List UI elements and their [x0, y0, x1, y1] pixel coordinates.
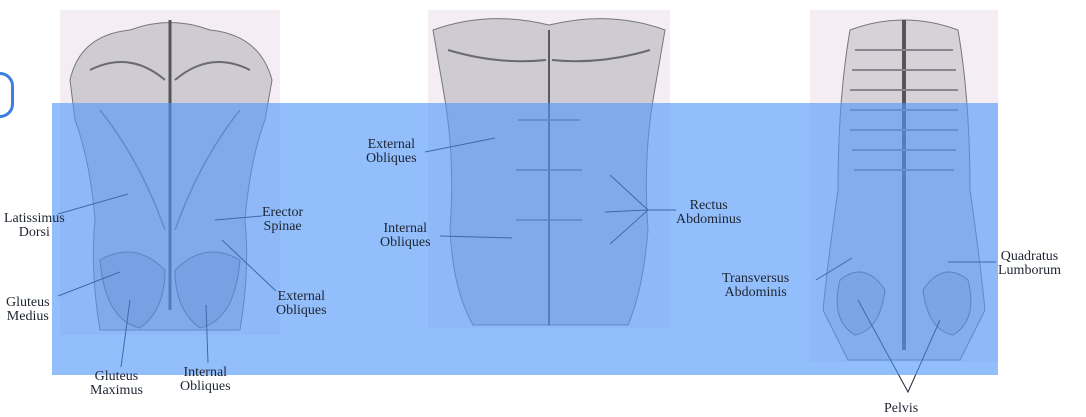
label-gluteus-medius: Gluteus Medius: [6, 296, 50, 324]
label-line: Internal: [380, 222, 431, 236]
label-back-internal-obliques: Internal Obliques: [180, 366, 231, 394]
label-back-external-obliques: External Obliques: [276, 290, 327, 318]
highlight-overlay: [52, 103, 998, 375]
label-line: Maximus: [90, 384, 143, 398]
label-line: Medius: [6, 310, 50, 324]
label-line: Obliques: [380, 236, 431, 250]
label-line: Spinae: [262, 220, 303, 234]
label-erector-spinae: Erector Spinae: [262, 206, 303, 234]
label-front-internal-obliques: Internal Obliques: [380, 222, 431, 250]
label-latissimus-dorsi: Latissimus Dorsi: [4, 212, 65, 240]
label-line: Abdominis: [722, 286, 789, 300]
label-line: Latissimus: [4, 212, 65, 226]
label-line: Transversus: [722, 272, 789, 286]
label-pelvis: Pelvis: [884, 402, 918, 416]
label-line: External: [276, 290, 327, 304]
label-line: Dorsi: [4, 226, 65, 240]
label-line: Rectus: [676, 199, 741, 213]
label-transversus-abdominis: Transversus Abdominis: [722, 272, 789, 300]
label-line: Erector: [262, 206, 303, 220]
label-line: Internal: [180, 366, 231, 380]
label-line: Quadratus: [998, 250, 1061, 264]
label-line: Pelvis: [884, 402, 918, 416]
label-line: Abdominus: [676, 213, 741, 227]
label-line: External: [366, 138, 417, 152]
label-line: Obliques: [276, 304, 327, 318]
label-quadratus-lumborum: Quadratus Lumborum: [998, 250, 1061, 278]
label-line: Gluteus: [6, 296, 50, 310]
label-front-external-obliques: External Obliques: [366, 138, 417, 166]
label-gluteus-maximus: Gluteus Maximus: [90, 370, 143, 398]
label-line: Lumborum: [998, 264, 1061, 278]
label-line: Obliques: [180, 380, 231, 394]
label-rectus-abdominus: Rectus Abdominus: [676, 199, 741, 227]
label-line: Obliques: [366, 152, 417, 166]
label-line: Gluteus: [90, 370, 143, 384]
